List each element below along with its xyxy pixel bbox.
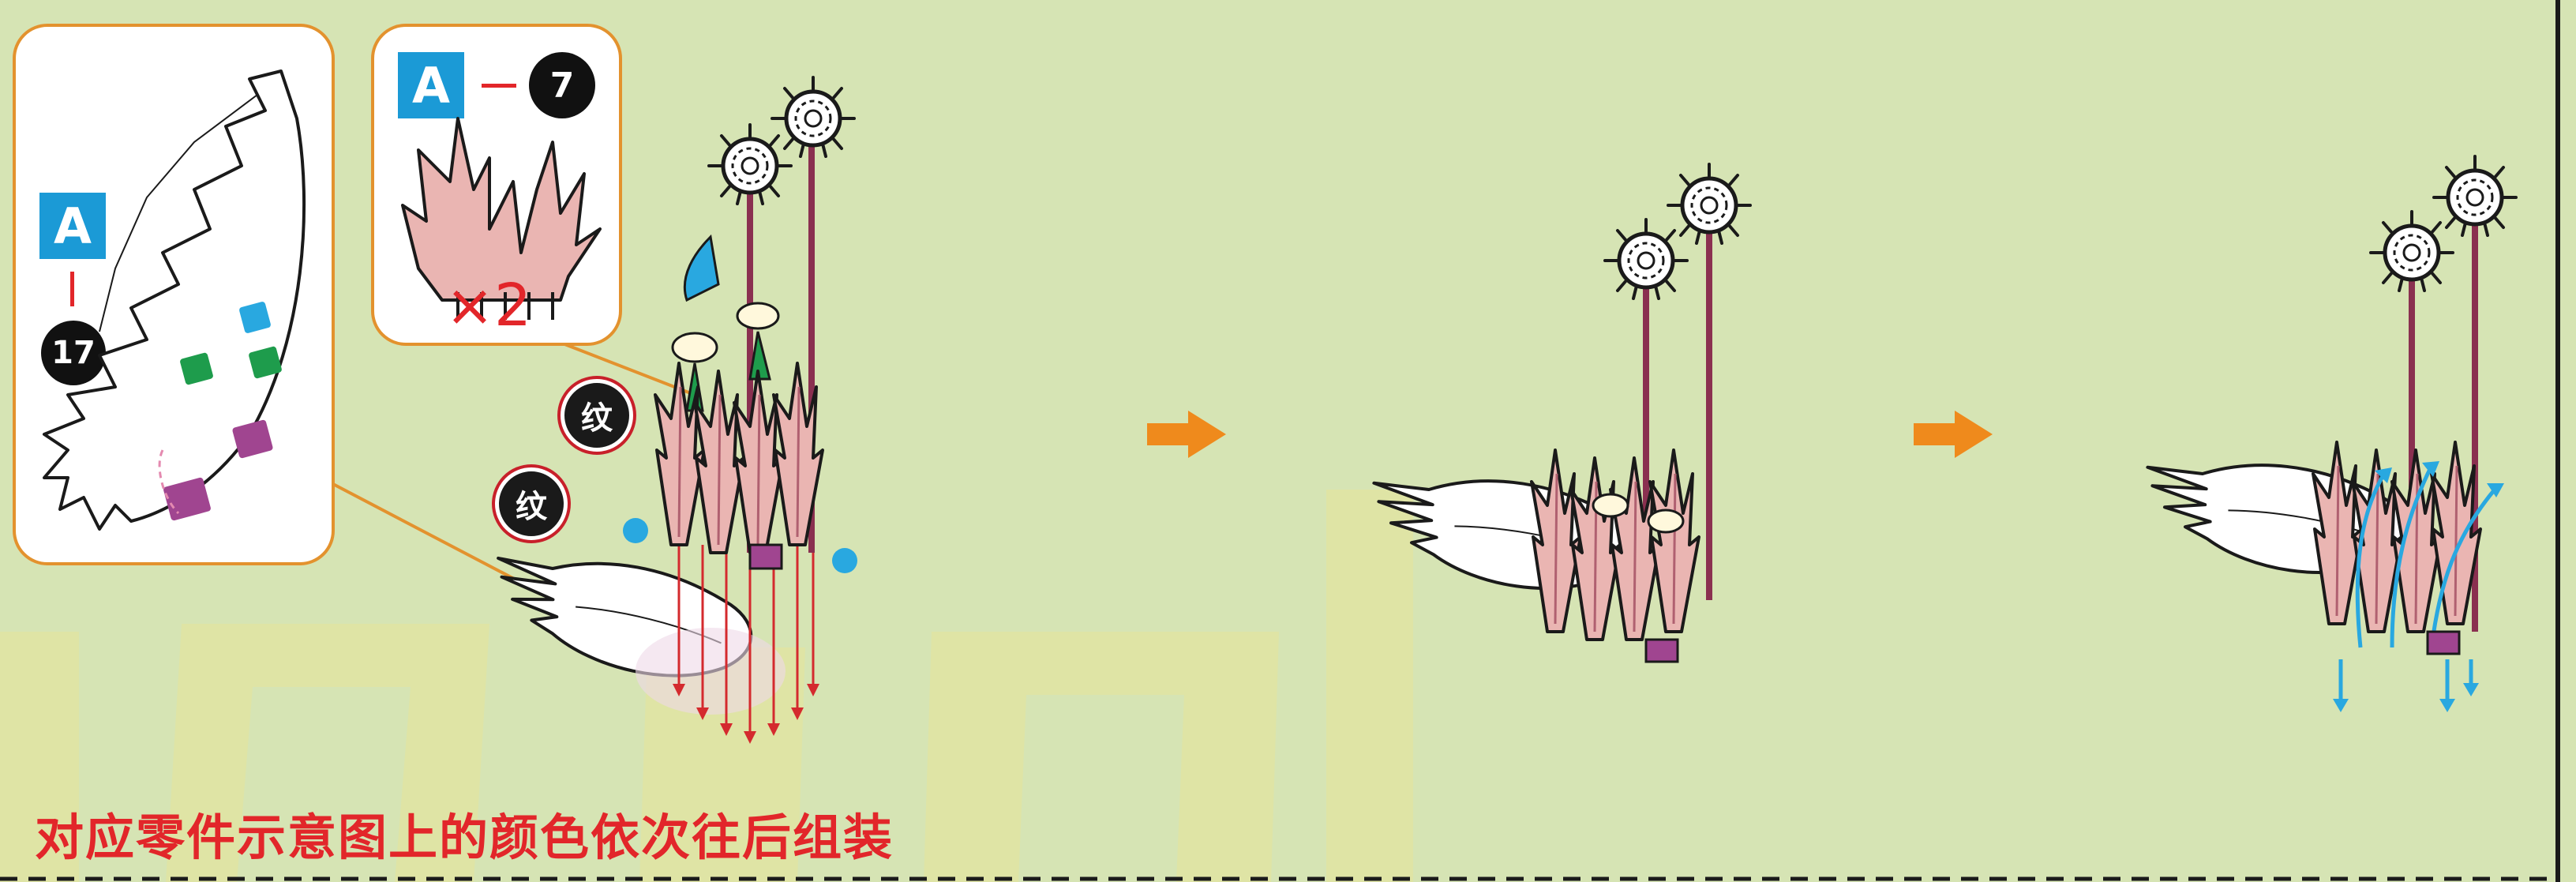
part-letter-badge: A [398,52,464,118]
texture-marker: 纹 [561,379,633,452]
step-3-final-view [2132,156,2516,712]
texture-marker: 纹 [495,467,568,540]
watermark [0,490,1413,882]
quantity-label: ×2 [445,272,532,340]
arrow-right-icon [1147,411,1226,458]
leaf-spray-icon [401,117,602,320]
arrow-right-icon [1914,411,1993,458]
part-separator [482,84,516,88]
part-number-badge: 17 [41,321,106,385]
part-letter-badge: A [39,193,106,259]
assembly-instruction-caption: 对应零件示意图上的颜色依次往后组装 [35,809,894,866]
wing-part-callout: A 17 [13,24,335,565]
step-1-exploded-view [478,77,857,744]
leaf-part-callout: A 7 ×2 [371,24,622,346]
wing-base-icon [43,69,306,531]
part-separator [70,272,74,306]
part-number-badge: 7 [529,52,595,118]
step-2-assembled-view [1359,164,1750,663]
